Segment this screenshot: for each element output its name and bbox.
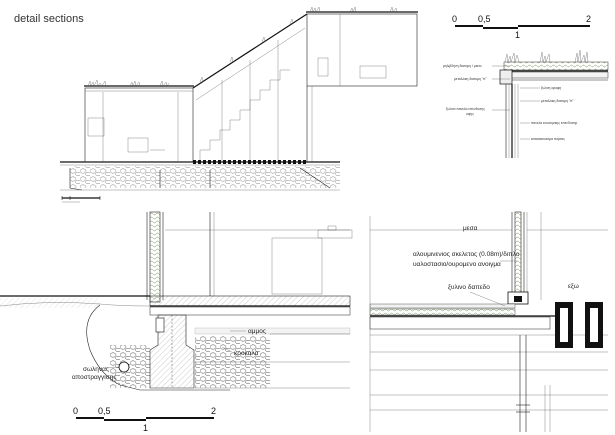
label-drain-2: αποστραγγισης (72, 374, 117, 381)
roof-label-2: μεταλλικη διατομη "π" (454, 77, 487, 81)
roof-label-1: ρηλιβδηνη διατομη / μικτο (443, 64, 482, 68)
main-building-section (60, 6, 418, 191)
window-floor-detail: μεσα αλουμινενιος σκελετος (0.08m)/διπλο… (369, 211, 608, 432)
scale-top-2: 2 (586, 14, 591, 24)
roof-label-7: πανελα εσωτερικης επενδυσης (531, 121, 578, 125)
scale-bar-top: 0 0,5 1 2 (452, 14, 591, 40)
roof-label-4: μεταλλικη διατομη "π" (541, 99, 574, 103)
sheet-title: detail sections (14, 13, 84, 25)
scale-bar-bottom: 0 0,5 1 2 (73, 406, 216, 433)
roof-label-8: κατασκευασμα πορτας (531, 137, 565, 141)
scale-bottom-05: 0,5 (98, 406, 111, 416)
scale-top-0: 0 (452, 14, 457, 24)
label-drain-1: σωληνας (83, 366, 109, 373)
label-floor: ξυλινο δαπεδο (448, 284, 490, 291)
roof-label-5: ξυλινα πανελα επενδυσης (446, 107, 485, 111)
scale-top-05: 0,5 (478, 14, 491, 24)
scale-bottom-0: 0 (73, 406, 78, 416)
scale-bottom-1: 1 (143, 423, 148, 433)
label-frame-2: υαλοστασιο/ουρομενο ανοιγμα (413, 261, 501, 268)
foundation-detail: αμμος κροκαλα σωληνας αποστραγγισης (0, 211, 353, 391)
scale-top-1: 1 (515, 30, 520, 40)
small-scale-mark (61, 196, 101, 203)
label-ammos: αμμος (248, 328, 266, 335)
label-mesa: μεσα (463, 225, 478, 232)
scale-bottom-2: 2 (211, 406, 216, 416)
label-krokala: κροκαλα (234, 350, 259, 357)
label-exo: εξω (568, 283, 579, 290)
roof-label-6: οψης (466, 112, 474, 116)
label-frame-1: αλουμινενιος σκελετος (0.08m)/διπλο (413, 251, 520, 258)
roof-eave-detail: ρηλιβδηνη διατομη / μικτο μεταλλικη διατ… (443, 49, 609, 158)
roof-label-3: ξυλινη οροφη (541, 86, 561, 90)
